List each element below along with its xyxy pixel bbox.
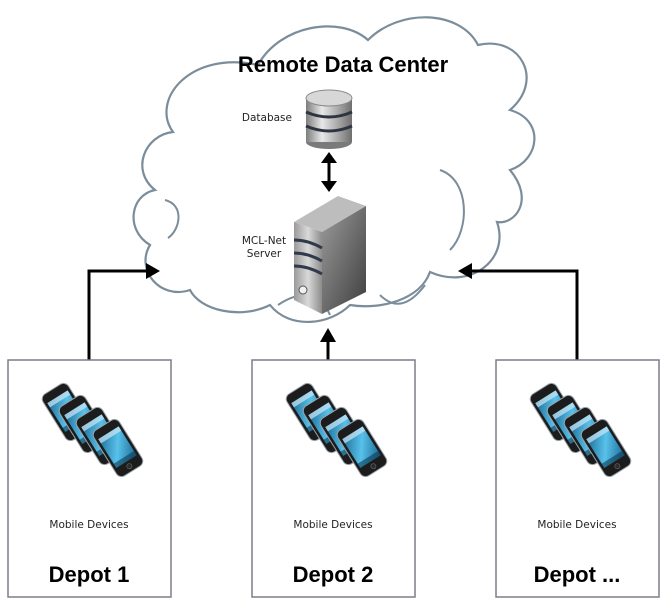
database-icon (305, 89, 353, 149)
depot1-to-cloud-arrow (87, 263, 160, 360)
depot3-to-cloud-arrow (458, 263, 579, 360)
cloud-title: Remote Data Center (238, 52, 449, 77)
depot-caption: Mobile Devices (49, 519, 128, 531)
depot2-to-server-arrow (320, 328, 336, 360)
server-icon (293, 196, 366, 314)
depot-title: Depot 2 (293, 562, 374, 587)
server-label-line2: Server (247, 248, 282, 260)
database-server-arrow (321, 152, 337, 192)
depot-box-3: Mobile Devices Depot ... (495, 359, 660, 598)
depot-box-2: Mobile Devices Depot 2 (251, 359, 416, 598)
depot-title: Depot ... (534, 562, 621, 587)
depot-caption: Mobile Devices (537, 519, 616, 531)
depot-title: Depot 1 (49, 562, 130, 587)
depot-box-1: Mobile Devices Depot 1 (7, 359, 172, 598)
database-label: Database (242, 112, 292, 124)
depot-caption: Mobile Devices (293, 519, 372, 531)
server-label-line1: MCL-Net (242, 235, 286, 247)
